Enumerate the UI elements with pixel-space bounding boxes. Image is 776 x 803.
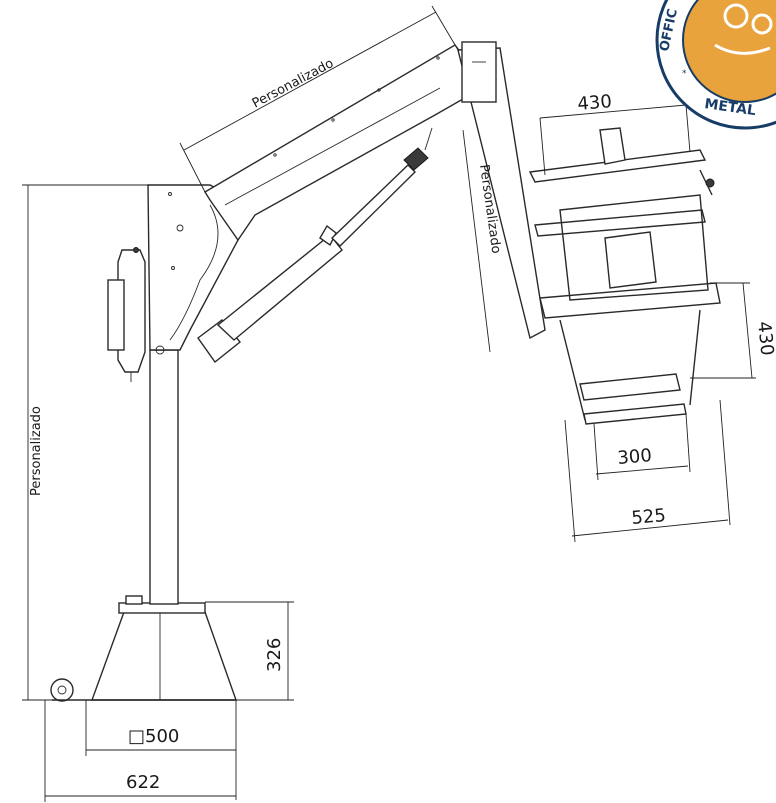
actuator-body	[216, 234, 343, 341]
seat-side-height-label: 430	[753, 320, 776, 356]
official-badge: OFFIC METAL *	[655, 0, 776, 130]
seat-block	[604, 231, 657, 289]
base-wheel	[50, 678, 74, 702]
hanger-mast	[457, 41, 546, 340]
base-assembly	[50, 595, 237, 702]
dimension-lines	[22, 5, 756, 802]
base-square-label: □500	[128, 726, 179, 747]
base-pedestal	[91, 611, 237, 701]
seat-bar-mid	[534, 209, 706, 237]
seat-top-width-label: 430	[577, 91, 613, 115]
actuator-rod	[330, 164, 416, 247]
column-tube	[149, 349, 179, 605]
seat-outer-width-label: 525	[631, 505, 667, 529]
gear-hand-icon	[714, 3, 773, 55]
control-box	[107, 247, 146, 382]
boom-arm	[169, 44, 471, 341]
seat-bar-top	[528, 149, 707, 183]
seat-frame	[528, 127, 721, 425]
arm-length-label: Personalizado	[250, 56, 336, 111]
actuator	[197, 127, 433, 364]
base-total-width-label: 622	[126, 772, 160, 793]
base-height-label: 326	[264, 638, 285, 672]
column-height-label: Personalizado	[29, 406, 44, 496]
svg-text:*: *	[682, 69, 687, 79]
column	[147, 184, 239, 605]
seat-inner-width-label: 300	[617, 445, 653, 469]
seat-bar-lower	[539, 282, 721, 319]
boom-beam	[204, 44, 471, 242]
badge-bottom-text: METAL	[703, 96, 757, 119]
seat-bar-bottom	[579, 373, 681, 401]
